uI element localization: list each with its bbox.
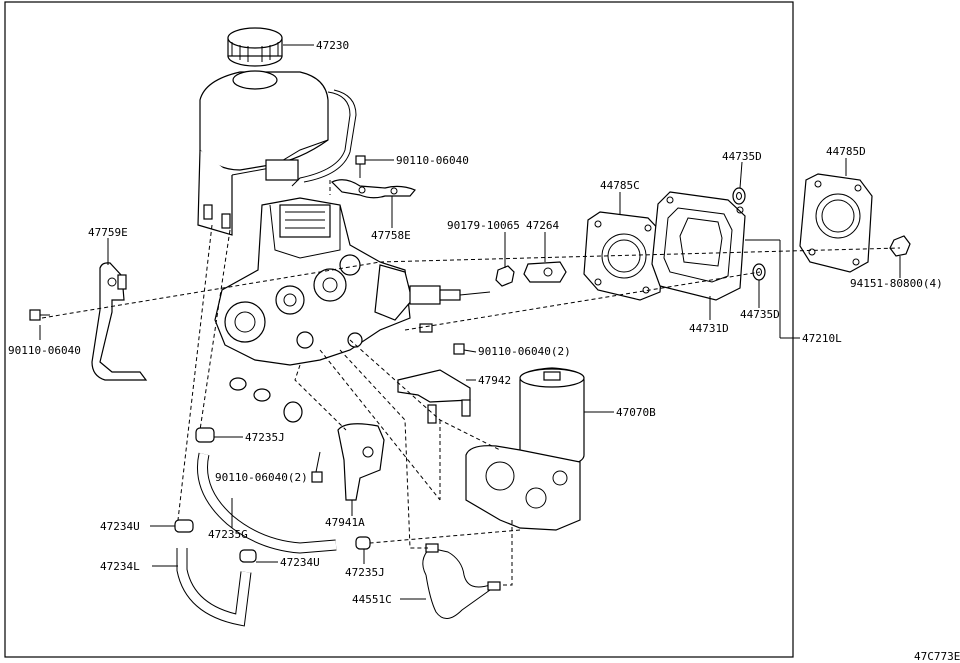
reservoir-cap-part[interactable] xyxy=(227,27,283,67)
clamp-47234u-mid-part[interactable] xyxy=(239,549,257,563)
bracket-47759e-part[interactable] xyxy=(91,262,148,381)
washer-44735d-top-part[interactable] xyxy=(732,187,746,205)
assembly-dashed-lines xyxy=(41,180,901,586)
part-labels: 47230 90110-06040 47758E 90179-10065 472… xyxy=(8,39,960,663)
leader-lines xyxy=(39,44,901,600)
label-44735d-mid[interactable]: 44735D xyxy=(740,308,780,321)
clamp-47235j-top-part[interactable] xyxy=(195,427,215,443)
diagram-frame xyxy=(4,1,794,658)
label-94151-80800[interactable]: 94151-80800(4) xyxy=(850,277,943,290)
label-47235j-top[interactable]: 47235J xyxy=(245,431,285,444)
bracket-47942-part[interactable] xyxy=(397,369,471,424)
spacer-44731d-part[interactable] xyxy=(651,191,746,301)
label-44551c[interactable]: 44551C xyxy=(352,593,392,606)
label-47234l[interactable]: 47234L xyxy=(100,560,140,573)
bolt-90110-top-part[interactable] xyxy=(355,155,366,178)
label-47234u-mid[interactable]: 47234U xyxy=(280,556,320,569)
brake-pipe-44551c-part[interactable] xyxy=(422,543,501,619)
label-47759e[interactable]: 47759E xyxy=(88,226,128,239)
nut-94151-part[interactable] xyxy=(889,235,911,257)
label-47941a[interactable]: 47941A xyxy=(325,516,365,529)
label-44785d[interactable]: 44785D xyxy=(826,145,866,158)
label-90110-06040-2a[interactable]: 90110-06040(2) xyxy=(478,345,571,358)
clamp-47235j-bottom-part[interactable] xyxy=(355,536,371,550)
brake-actuator-assembly-part[interactable] xyxy=(214,197,491,366)
label-47264[interactable]: 47264 xyxy=(526,219,559,232)
label-47234u-left[interactable]: 47234U xyxy=(100,520,140,533)
label-90110-06040-top[interactable]: 90110-06040 xyxy=(396,154,469,167)
bolt-90110-left-part[interactable] xyxy=(29,309,50,321)
label-44735d-top[interactable]: 44735D xyxy=(722,150,762,163)
label-47230[interactable]: 47230 xyxy=(316,39,349,52)
label-47235g[interactable]: 47235G xyxy=(208,528,248,541)
label-90110-06040-2b[interactable]: 90110-06040(2) xyxy=(215,471,308,484)
clamp-47234u-left-part[interactable] xyxy=(174,519,194,533)
filter-small-part[interactable] xyxy=(283,401,303,423)
bolt-90110-pair-b-part[interactable] xyxy=(311,451,323,483)
label-90179-10065[interactable]: 90179-10065 xyxy=(447,219,520,232)
bracket-47758e-part[interactable] xyxy=(330,179,416,199)
hose-47235g-part[interactable] xyxy=(197,452,337,554)
reservoir-tank-part[interactable] xyxy=(197,70,357,236)
label-47070b[interactable]: 47070B xyxy=(616,406,656,419)
label-47210l[interactable]: 47210L xyxy=(802,332,842,345)
label-47942[interactable]: 47942 xyxy=(478,374,511,387)
plug-small-a-part[interactable] xyxy=(229,377,247,391)
label-44785c[interactable]: 44785C xyxy=(600,179,640,192)
label-90110-06040-left[interactable]: 90110-06040 xyxy=(8,344,81,357)
label-44731d[interactable]: 44731D xyxy=(689,322,729,335)
plug-small-b-part[interactable] xyxy=(253,388,271,402)
diagram-id: 47C773E xyxy=(914,650,960,663)
label-47758e[interactable]: 47758E xyxy=(371,229,411,242)
gasket-44785c-part[interactable] xyxy=(583,211,665,301)
pump-motor-47070b-part[interactable] xyxy=(465,367,585,531)
connector-47264-part[interactable] xyxy=(523,261,567,283)
nut-90179-part[interactable] xyxy=(495,265,515,287)
label-47235j-bottom[interactable]: 47235J xyxy=(345,566,385,579)
bracket-47941a-part[interactable] xyxy=(337,423,385,501)
hose-47234l-part[interactable] xyxy=(176,548,252,627)
gasket-44785d-part[interactable] xyxy=(799,173,873,273)
bolt-90110-pair-a-part[interactable] xyxy=(453,343,477,355)
